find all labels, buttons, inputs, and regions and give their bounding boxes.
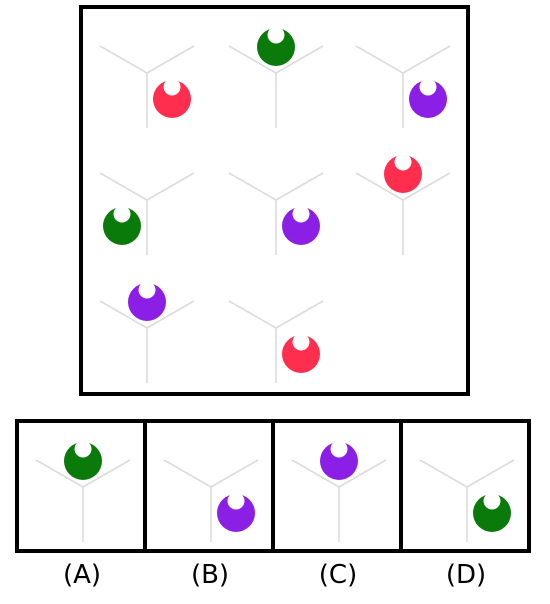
option-y-connector-d [419,459,515,542]
y-connector-r0c2 [355,45,451,128]
circle-notch [419,78,437,96]
colored-circle [128,283,166,321]
y-line-left-arm [355,172,404,201]
circle-notch [292,205,310,223]
y-line-left-arm [228,300,277,329]
y-connector-r1c2 [355,172,451,255]
puzzle-mark-r2c1 [282,333,320,373]
puzzle-mark-r0c1 [257,26,295,66]
y-line-left-arm [228,172,277,201]
y-line-right-arm [146,45,195,74]
circle-notch [394,153,412,171]
option-mark-c [320,440,358,480]
colored-circle [257,28,295,66]
y-connector-r0c0 [99,45,195,128]
option-mark-a [64,440,102,480]
colored-circle [64,442,102,480]
option-mark-d [473,492,511,532]
colored-circle [282,335,320,373]
colored-circle [103,207,141,245]
colored-circle [409,80,447,118]
colored-circle [320,442,358,480]
circle-notch [138,281,156,299]
circle-notch [74,440,92,458]
puzzle-mark-r0c0 [153,78,191,118]
y-connector-r0c1 [228,45,324,128]
y-line-left-arm [355,45,404,74]
option-a-label: (A) [62,560,102,590]
circle-notch [330,440,348,458]
y-line-right-arm [146,172,195,201]
y-line-right-arm [82,459,131,488]
y-line-left-arm [99,45,148,74]
circle-notch [483,492,501,510]
y-line-left-arm [291,459,340,488]
y-line-right-arm [338,459,387,488]
option-y-connector-a [35,459,131,542]
option-y-connector-c [291,459,387,542]
y-line-right-arm [210,459,259,488]
colored-circle [217,494,255,532]
y-connector-r2c1 [228,300,324,383]
puzzle-frame [79,5,470,396]
circle-notch [227,492,245,510]
circle-notch [267,26,285,44]
circle-notch [292,333,310,351]
puzzle-mark-r1c0 [103,205,141,245]
circle-notch [113,205,131,223]
colored-circle [384,155,422,193]
option-c-label: (C) [318,560,358,590]
option-box-d [399,419,531,553]
colored-circle [473,494,511,532]
y-line-left-arm [228,45,277,74]
y-connector-r1c0 [99,172,195,255]
puzzle-mark-r0c2 [409,78,447,118]
y-line-right-arm [402,172,451,201]
puzzle-mark-r1c2 [384,153,422,193]
puzzle-mark-r2c0 [128,281,166,321]
colored-circle [282,207,320,245]
option-d-label: (D) [445,560,487,590]
y-connector-r2c0 [99,300,195,383]
circle-notch [163,78,181,96]
puzzle-mark-r1c1 [282,205,320,245]
y-line-right-arm [275,45,324,74]
y-line-left-arm [99,300,148,329]
y-line-left-arm [99,172,148,201]
y-line-right-arm [275,300,324,329]
y-connector-r1c1 [228,172,324,255]
colored-circle [153,80,191,118]
y-line-right-arm [275,172,324,201]
option-b-label: (B) [190,560,230,590]
y-line-left-arm [35,459,84,488]
y-line-right-arm [466,459,515,488]
y-line-right-arm [146,300,195,329]
option-mark-b [217,492,255,532]
y-line-right-arm [402,45,451,74]
y-line-left-arm [163,459,212,488]
option-y-connector-b [163,459,259,542]
y-line-left-arm [419,459,468,488]
